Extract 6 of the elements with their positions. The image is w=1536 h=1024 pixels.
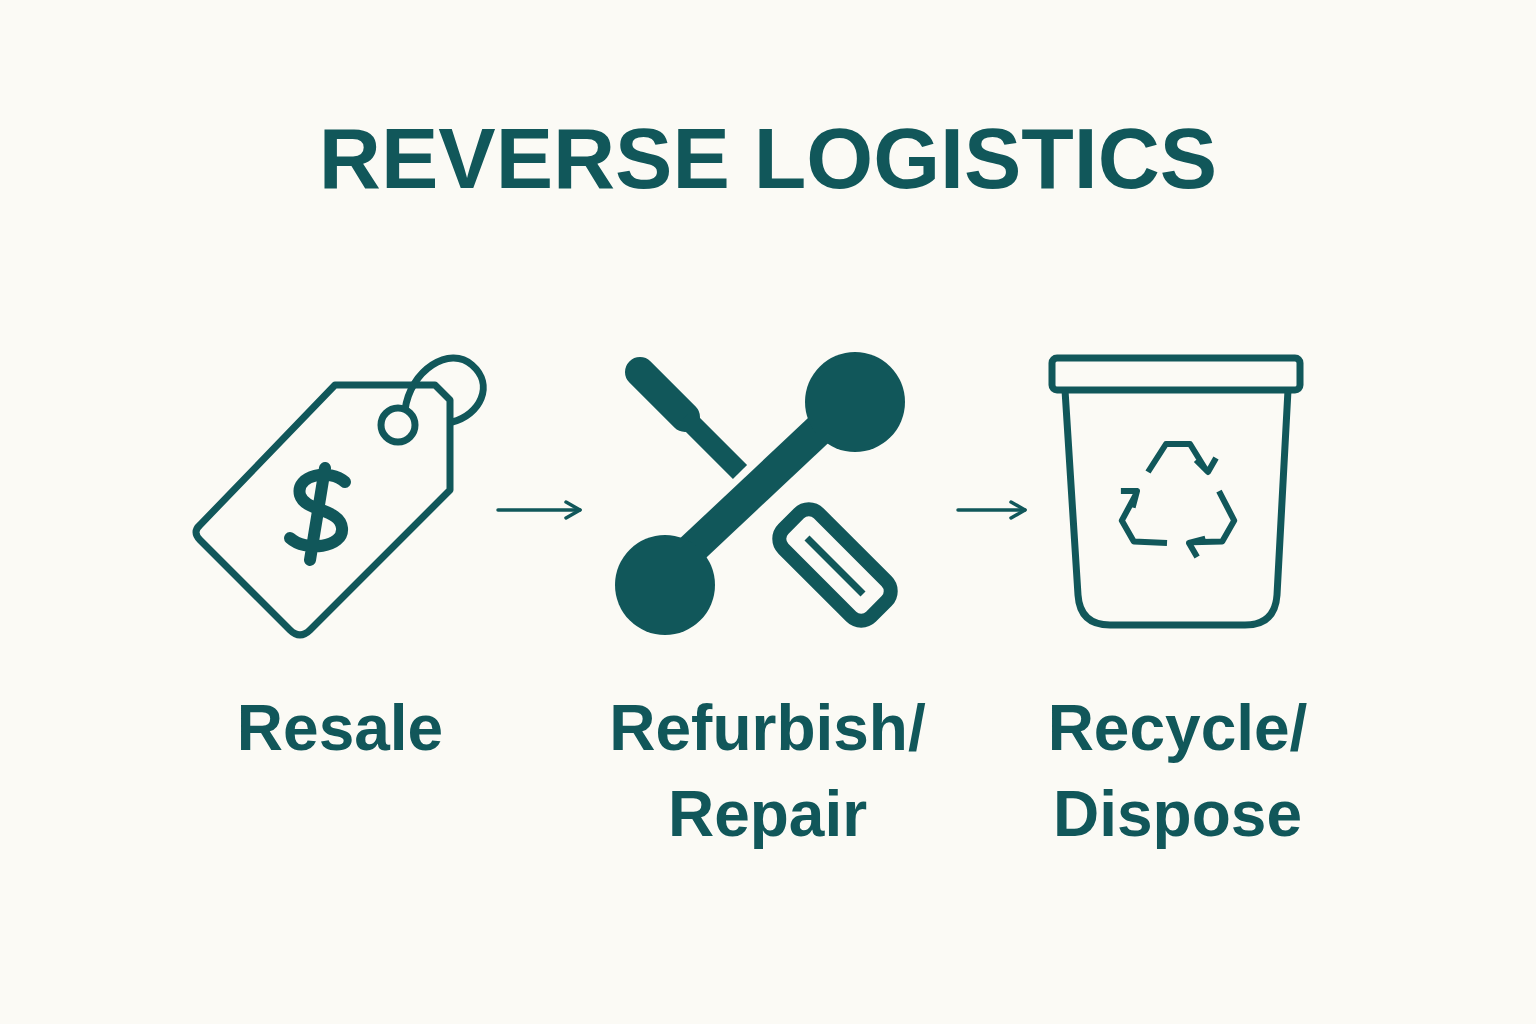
arrow bbox=[496, 500, 582, 520]
arrow bbox=[956, 500, 1027, 520]
step-label: Resale bbox=[235, 691, 445, 766]
diagram-title: REVERSE LOGISTICS bbox=[317, 109, 1219, 208]
step-label: Recycle/ Dispose bbox=[1046, 691, 1309, 852]
step-label: Refurbish/ Repair bbox=[608, 691, 927, 852]
